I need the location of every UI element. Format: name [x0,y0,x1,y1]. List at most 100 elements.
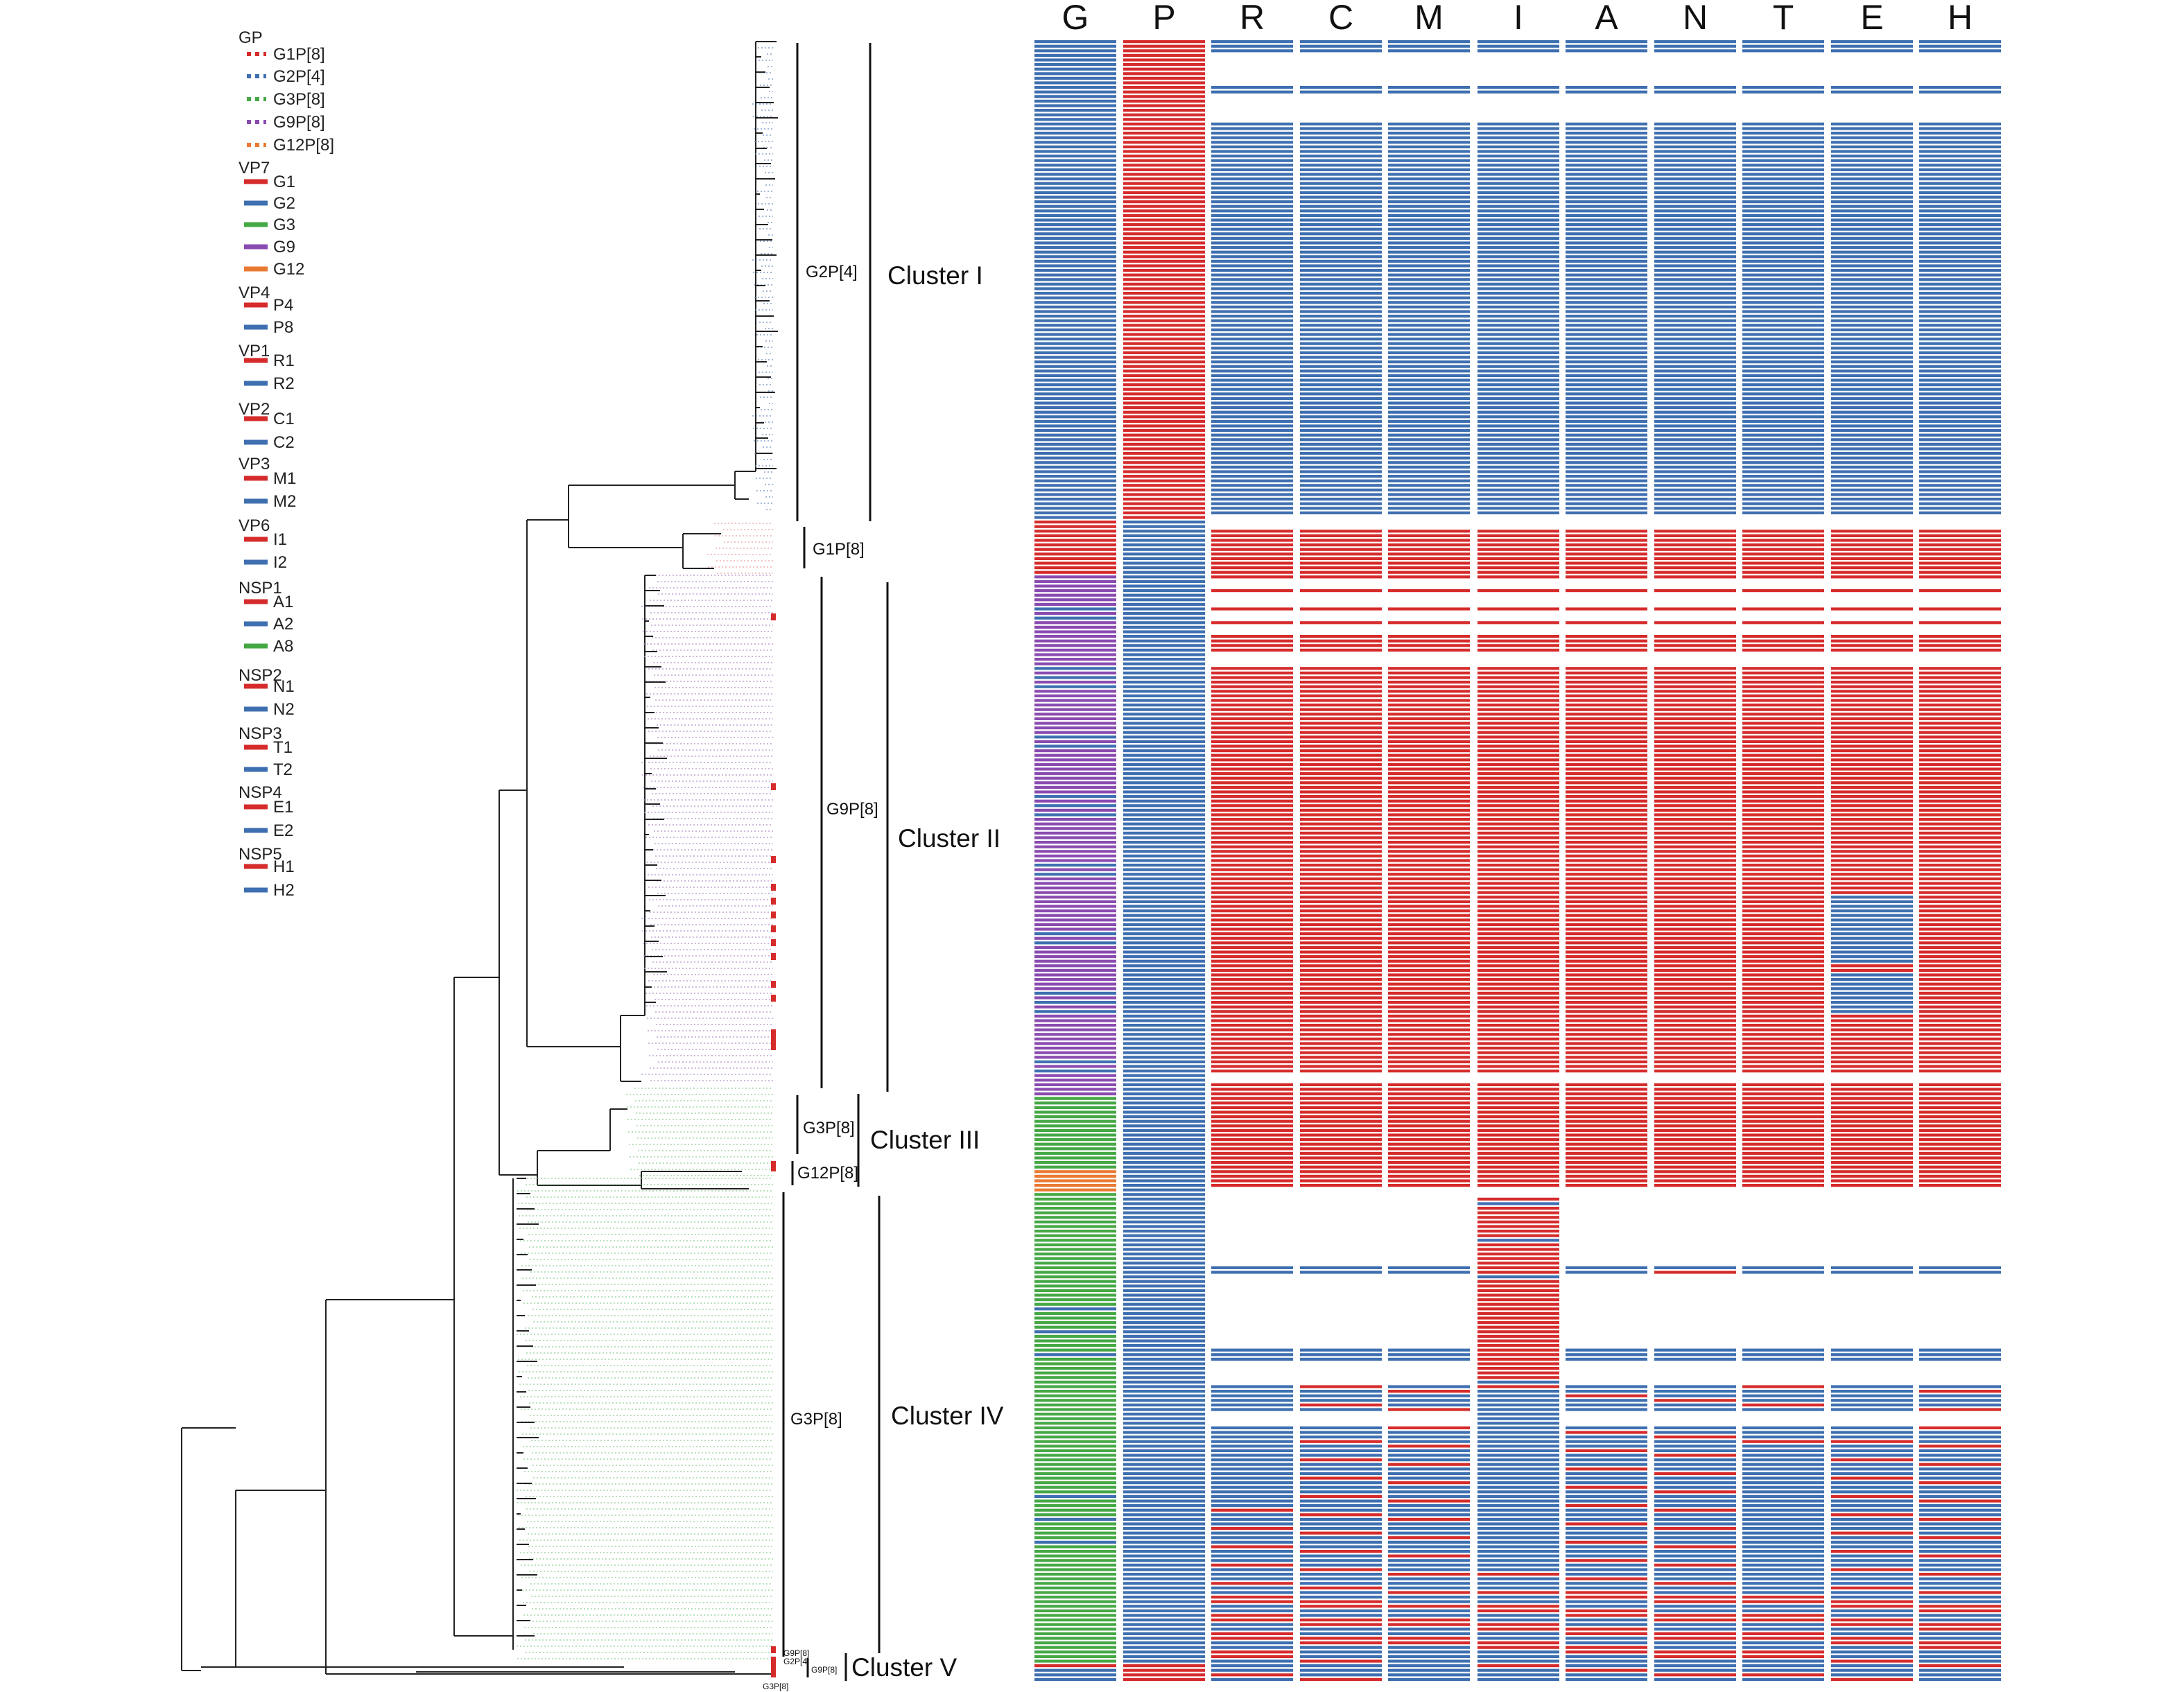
heatmap-row [1300,566,1382,570]
heatmap-row [1300,1014,1382,1018]
heatmap-row [1034,401,1116,405]
heatmap-row [1742,1568,1824,1571]
heatmap-row [1566,1056,1647,1059]
heatmap-row [1300,548,1382,551]
heatmap-row [1742,1097,1824,1100]
heatmap-row [1123,1664,1205,1668]
heatmap-row [1211,877,1293,880]
heatmap-row [1211,1650,1293,1654]
heatmap-row [1742,1536,1824,1540]
heatmap-row [1034,530,1116,533]
heatmap-row [1566,909,1647,913]
heatmap-row [1477,964,1559,968]
heatmap-row [1388,968,1470,972]
heatmap-row [1831,667,1913,670]
heatmap-row [1919,40,2001,44]
heatmap-row [1300,1577,1382,1580]
heatmap-row [1477,282,1559,286]
heatmap-row [1919,822,2001,826]
heatmap-row [1919,1266,2001,1269]
heatmap-row [1034,864,1116,867]
heatmap-row [1566,850,1647,853]
heatmap-row [1300,507,1382,510]
heatmap-row [1477,1458,1559,1462]
heatmap-row [1654,945,1736,949]
heatmap-row [1566,347,1647,350]
heatmap-row [1919,264,2001,268]
heatmap-row [1388,1655,1470,1658]
heatmap-row [1566,968,1647,972]
heatmap-row [1123,1586,1205,1589]
heatmap-row [1566,419,1647,423]
heatmap-row [1477,1376,1559,1379]
heatmap-row [1123,1106,1205,1109]
heatmap-row [1742,333,1824,336]
heatmap-row [1566,429,1647,433]
heatmap-row [1034,1348,1116,1352]
heatmap-row [1477,502,1559,505]
heatmap-row [1123,410,1205,414]
heatmap-row [1388,909,1470,913]
heatmap-row [1388,200,1470,204]
heatmap-row [1388,1673,1470,1677]
heatmap-row [1388,1390,1470,1393]
heatmap-row [1742,735,1824,739]
heatmap-row [1388,1385,1470,1388]
heatmap-row [1742,1628,1824,1631]
heatmap-row [1477,1051,1559,1054]
heatmap-row [1123,396,1205,400]
heatmap-row [1388,854,1470,857]
heatmap-row [1831,644,1913,647]
heatmap-row [1211,1485,1293,1489]
heatmap-row [1300,681,1382,684]
heatmap-row [1566,1174,1647,1178]
heatmap-row [1654,1092,1736,1096]
heatmap-row [1831,173,1913,176]
heatmap-row [1034,1179,1116,1183]
heatmap-row [1654,822,1736,826]
heatmap-row [1123,109,1205,112]
heatmap-row [1123,1371,1205,1375]
heatmap-row [1034,424,1116,428]
heatmap-row [1300,873,1382,876]
legend-group-nsp1: NSP1 [239,579,282,598]
heatmap-row [1742,136,1824,139]
heatmap-row [1831,589,1913,593]
heatmap-row [1654,204,1736,208]
heatmap-row [1831,1390,1913,1393]
heatmap-row [1211,1586,1293,1589]
heatmap-row [1477,1586,1559,1589]
heatmap-row [1300,1097,1382,1100]
heatmap-row [1742,539,1824,542]
heatmap-row [1300,461,1382,464]
heatmap-row [1034,557,1116,560]
heatmap-row [1123,342,1205,345]
heatmap-row [1300,292,1382,295]
heatmap-row [1919,932,2001,936]
heatmap-row [1831,996,1913,1000]
heatmap-row [1034,1230,1116,1233]
heatmap-row [1654,1156,1736,1160]
heatmap-row [1034,72,1116,76]
heatmap-row [1654,561,1736,565]
heatmap-row [1742,1614,1824,1617]
heatmap-row [1742,1133,1824,1137]
heatmap-row [1742,168,1824,171]
heatmap-row [1034,918,1116,922]
heatmap-row [1123,356,1205,359]
heatmap-row [1123,1184,1205,1187]
tip-marker [771,1043,776,1050]
heatmap-row [1566,465,1647,469]
heatmap-row [1034,1554,1116,1558]
heatmap-row [1831,781,1913,785]
heatmap-row [1742,1463,1824,1466]
heatmap-row [1919,1083,2001,1086]
heatmap-row [1919,319,2001,322]
heatmap-row [1742,1408,1824,1411]
heatmap-row [1388,1047,1470,1050]
heatmap-row [1123,195,1205,199]
heatmap-row [1654,900,1736,903]
heatmap-row [1919,534,2001,537]
heatmap-row [1742,859,1824,862]
heatmap-row [1566,1577,1647,1580]
